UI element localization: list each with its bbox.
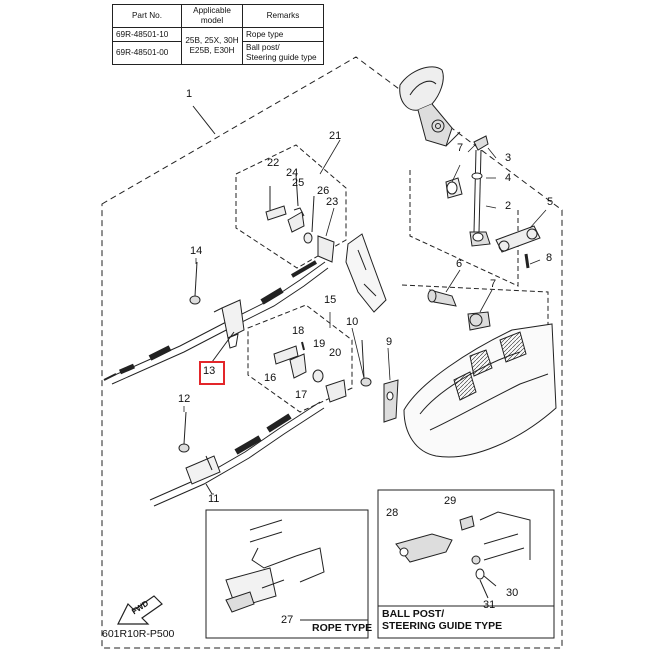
subassembly-15-parts: [273, 341, 347, 403]
subassembly-15-boundary: [247, 304, 353, 413]
callout-30[interactable]: 30: [506, 587, 519, 599]
fwd-arrow-icon: [117, 595, 163, 625]
subassembly-6-7-boundary: [401, 284, 549, 338]
header-remarks: Remarks: [242, 4, 324, 28]
row2-remark-line1: Ball post/: [246, 43, 280, 52]
callout-16[interactable]: 16: [264, 372, 277, 384]
ball-post-inset-drawing: [395, 511, 531, 599]
rope-type-caption: ROPE TYPE: [312, 622, 373, 634]
callout-9[interactable]: 9: [386, 336, 393, 348]
inset-rope-type: [205, 509, 369, 639]
callout-25[interactable]: 25: [292, 177, 305, 189]
callout-7a[interactable]: 7: [457, 142, 464, 154]
inset-ball-post: [377, 489, 555, 639]
callout-28[interactable]: 28: [386, 507, 399, 519]
callout-4[interactable]: 4: [505, 172, 512, 184]
callout-22[interactable]: 22: [267, 157, 280, 169]
callout-14[interactable]: 14: [190, 245, 203, 257]
leader-1: [192, 105, 216, 135]
callout-7b[interactable]: 7: [490, 278, 497, 290]
leader-13: [211, 331, 235, 363]
cable-bracket-11: [178, 411, 221, 495]
assembly-boundary: [101, 56, 563, 649]
cable-bracket-13: [213, 299, 245, 349]
steering-plate-drawing: [345, 233, 387, 313]
callout-27[interactable]: 27: [281, 614, 294, 626]
subassembly-2-boundary: [409, 170, 519, 287]
callout-29[interactable]: 29: [444, 495, 457, 507]
callout-24[interactable]: 24: [286, 167, 299, 179]
callout-1[interactable]: 1: [186, 88, 193, 100]
callout-6[interactable]: 6: [456, 258, 463, 270]
callout-12[interactable]: 12: [178, 393, 191, 405]
bottom-cowling-drawing: [403, 323, 557, 458]
callout-18[interactable]: 18: [292, 325, 305, 337]
callout-20[interactable]: 20: [329, 347, 342, 359]
upper-cable-drawing: [103, 260, 329, 385]
callout-21[interactable]: 21: [329, 130, 342, 142]
ball-post-caption-line2: STEERING GUIDE TYPE: [382, 620, 503, 632]
callout-19[interactable]: 19: [313, 338, 326, 350]
subassembly-21-parts: [265, 173, 335, 263]
subassembly-21-boundary: [235, 144, 347, 269]
upper-bracket-drawing: [399, 66, 461, 147]
applicable-model-line2: E25B, E30H: [189, 46, 235, 55]
bolt-14-drawing: [189, 261, 201, 305]
leader-lines: [183, 139, 547, 495]
rope-type-inset-drawing: [225, 519, 325, 613]
link-rod-drawing: [445, 135, 541, 269]
callout-10[interactable]: 10: [346, 316, 359, 328]
callout-26[interactable]: 26: [317, 185, 330, 197]
callout-5[interactable]: 5: [547, 196, 554, 208]
callout-15[interactable]: 15: [324, 294, 337, 306]
callout-31[interactable]: 31: [483, 599, 496, 611]
drawing-code: 601R10R-P500: [102, 628, 175, 640]
lower-cable-drawing: [149, 401, 325, 507]
callout-8[interactable]: 8: [546, 252, 553, 264]
row2-remark-line2: Steering guide type: [246, 53, 317, 62]
callout-17[interactable]: 17: [295, 389, 308, 401]
callout-13[interactable]: 13: [203, 365, 216, 377]
callout-3[interactable]: 3: [505, 152, 512, 164]
applicable-model-line1: 25B, 25X, 30H: [185, 36, 239, 45]
row2-remark: Ball post/ Steering guide type: [242, 41, 324, 65]
selected-callout-highlight: [199, 361, 225, 385]
pins-6-7-drawing: [427, 289, 491, 331]
callout-2[interactable]: 2: [505, 200, 512, 212]
ball-post-caption-line1: BALL POST/: [382, 608, 445, 620]
applicability-table: Part No. Applicable model Remarks 69R-48…: [112, 4, 324, 65]
callout-11[interactable]: 11: [208, 493, 220, 505]
callout-23[interactable]: 23: [326, 196, 339, 208]
row2-part-no: 69R-48501-00: [112, 41, 182, 65]
bolt-9-10-drawing: [360, 339, 399, 423]
